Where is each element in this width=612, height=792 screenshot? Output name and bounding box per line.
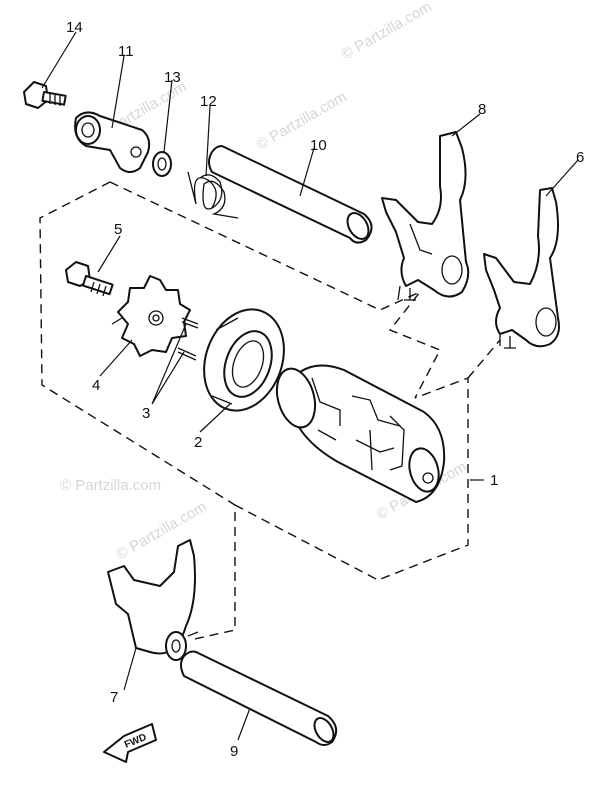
part-washer-13 [152, 151, 172, 177]
part-segment-4 [111, 275, 191, 357]
callout-7: 7 [110, 689, 118, 706]
part-shift-fork-6 [483, 187, 560, 349]
callout-labels: 1 2 3 4 5 6 7 8 9 10 11 12 13 14 [66, 19, 584, 760]
forward-direction-arrow: FWD [103, 723, 157, 763]
callout-5: 5 [114, 221, 122, 238]
watermark-1: © Partzilla.com [339, 0, 435, 63]
part-screw-5 [65, 261, 114, 297]
callout-13: 13 [164, 69, 181, 86]
leader-lines [41, 31, 579, 741]
callout-8: 8 [478, 101, 486, 118]
watermark-5: © Partzilla.com [254, 88, 350, 153]
part-bolt-14 [23, 81, 67, 109]
part-shift-fork-7 [107, 539, 199, 661]
callout-4: 4 [92, 377, 100, 394]
part-shaft-9 [180, 650, 338, 746]
callout-11: 11 [118, 43, 134, 60]
part-lever-11 [74, 111, 151, 173]
part-shift-fork-8 [381, 131, 470, 301]
part-shift-drum-1 [275, 364, 446, 503]
callout-6: 6 [576, 149, 584, 166]
watermark-2: © Partzilla.com [60, 477, 161, 494]
watermark-6: © Partzilla.com [114, 498, 210, 563]
callout-14: 14 [66, 19, 83, 36]
assembly-outline [39, 181, 501, 641]
part-pins-3 [177, 317, 199, 361]
part-bearing-2 [203, 308, 285, 412]
callout-3: 3 [142, 405, 150, 422]
callout-1: 1 [490, 472, 498, 489]
callout-2: 2 [194, 434, 202, 451]
callout-12: 12 [200, 93, 217, 110]
callout-9: 9 [230, 743, 238, 760]
part-shaft-10 [208, 145, 373, 244]
callout-10: 10 [310, 137, 327, 154]
